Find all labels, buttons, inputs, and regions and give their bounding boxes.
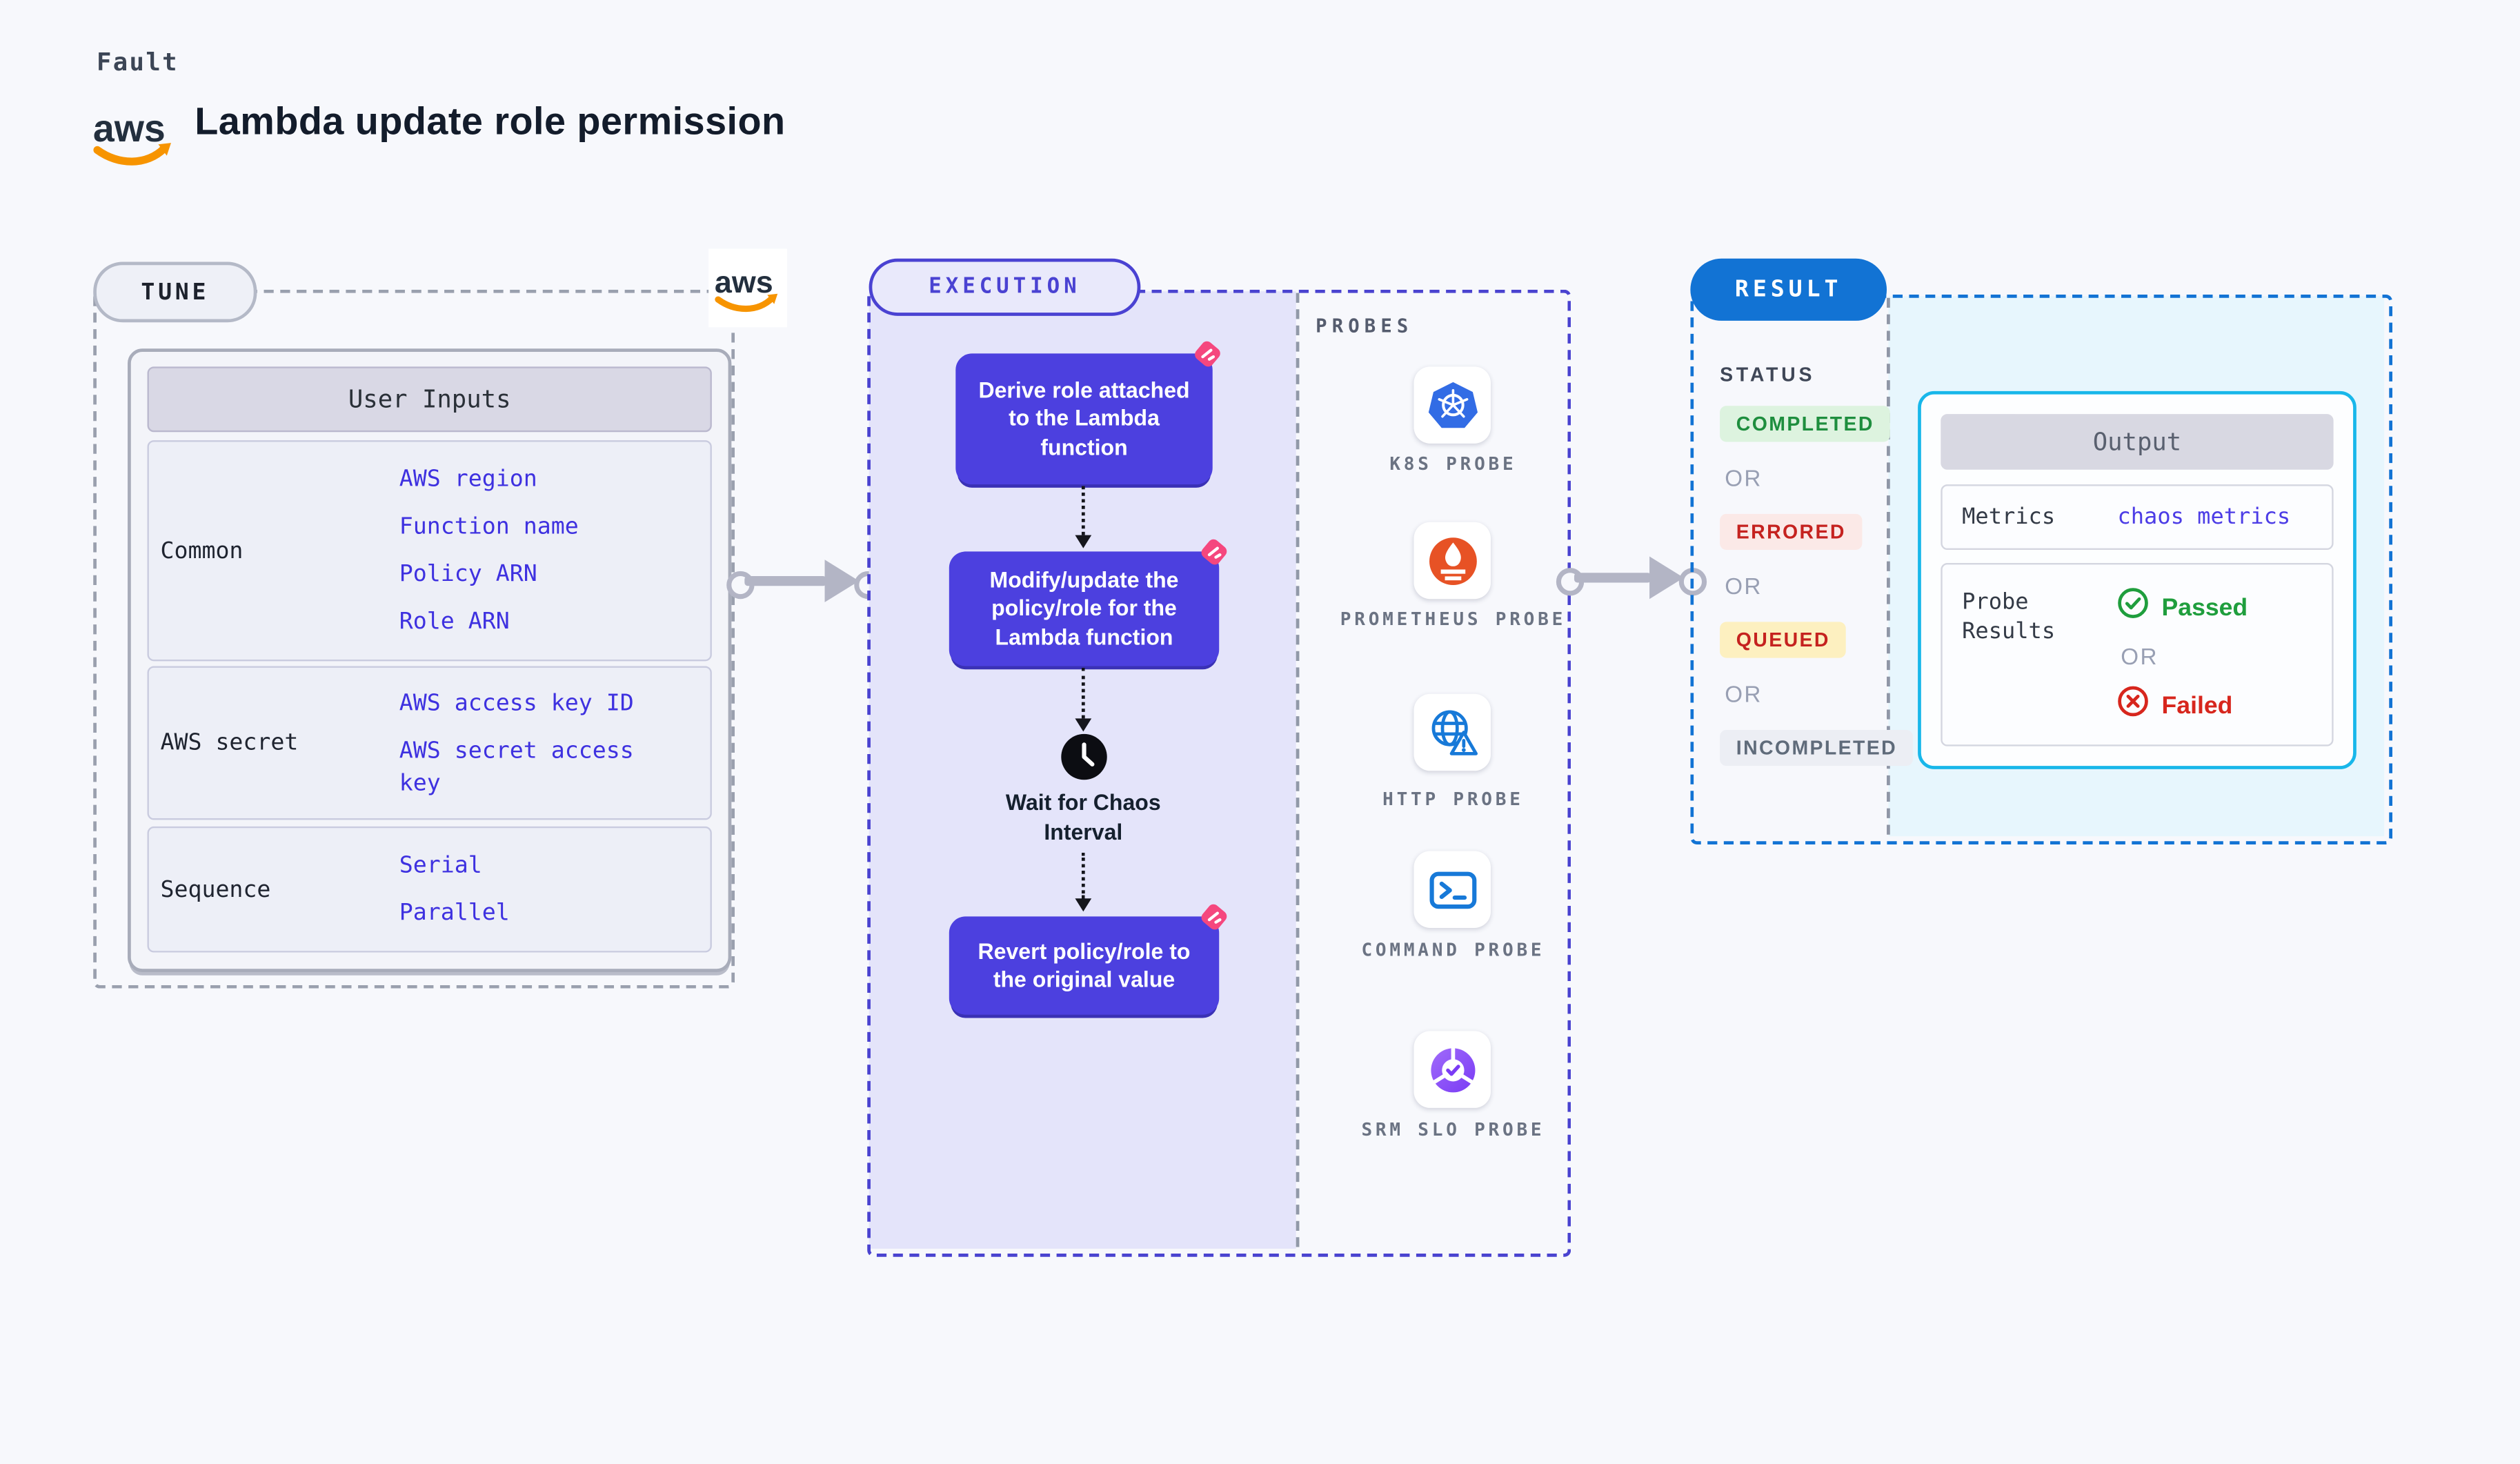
or-separator: OR	[1725, 680, 1763, 707]
input-value: AWS secret access key	[399, 737, 634, 797]
or-separator: OR	[1725, 573, 1763, 600]
aws-logo: aws	[92, 101, 177, 170]
passed-check-icon	[2117, 588, 2148, 627]
aws-corner-logo: aws	[708, 248, 787, 328]
probe-label: COMMAND PROBE	[1361, 939, 1545, 961]
result-status-divider	[1887, 297, 1890, 835]
probe-label: HTTP PROBE	[1382, 789, 1524, 811]
flow-connector	[1081, 667, 1085, 719]
input-row-label: Sequence	[160, 876, 271, 903]
input-value: Function name	[399, 513, 579, 540]
result-badge: RESULT	[1690, 258, 1887, 321]
execution-probes-divider	[1296, 293, 1300, 1247]
status-badge-queued: QUEUED	[1720, 622, 1847, 658]
input-value: Parallel	[399, 900, 510, 927]
failed-label: Failed	[2161, 691, 2233, 720]
passed-label: Passed	[2161, 593, 2248, 622]
input-row-aws-secret: AWS secret AWS access key ID AWS secret …	[147, 666, 712, 820]
arrow-line	[744, 575, 826, 586]
command-probe-icon	[1413, 851, 1491, 928]
failed-x-icon	[2117, 686, 2148, 725]
k8s-probe-icon	[1413, 366, 1491, 444]
user-inputs-title: User Inputs	[147, 366, 712, 433]
or-separator: OR	[2121, 643, 2159, 670]
metrics-label: Metrics	[1962, 504, 2056, 531]
flow-connector	[1081, 486, 1085, 535]
input-row-label: Common	[160, 537, 244, 564]
flow-connector-arrow	[1074, 898, 1091, 912]
input-value: AWS access key ID	[399, 689, 634, 716]
input-row-common: Common AWS region Function name Policy A…	[147, 440, 712, 662]
svg-text:aws: aws	[715, 264, 773, 299]
input-row-values: AWS region Function name Policy ARN Role…	[399, 442, 711, 659]
status-title: STATUS	[1720, 363, 1816, 386]
failed-line: Failed	[2117, 686, 2248, 725]
probe-results-values: Passed OR Failed	[2117, 588, 2248, 725]
probes-title: PROBES	[1316, 314, 1413, 337]
flow-connector	[1081, 852, 1085, 899]
fault-eyebrow: Fault	[96, 47, 179, 77]
result-section-frame	[1690, 294, 2393, 845]
status-list: COMPLETED OR ERRORED OR QUEUED OR INCOMP…	[1720, 406, 1914, 766]
input-row-values: AWS access key ID AWS secret access key	[399, 668, 711, 818]
page-title: Lambda update role permission	[195, 99, 786, 143]
input-value: AWS region	[399, 466, 537, 493]
wait-for-chaos-label: Wait for Chaos Interval	[1005, 790, 1161, 845]
metrics-row: Metrics chaos metrics	[1941, 484, 2334, 551]
arrow-head	[1649, 556, 1684, 600]
chaos-icon	[1188, 335, 1227, 375]
step-revert-policy: Revert policy/role to the original value	[949, 916, 1220, 1015]
step-modify-policy: Modify/update the policy/role for the La…	[949, 551, 1220, 666]
output-title: Output	[1941, 414, 2334, 470]
step-derive-role: Derive role attached to the Lambda funct…	[955, 353, 1213, 485]
input-row-values: Serial Parallel	[399, 828, 711, 951]
passed-line: Passed	[2117, 588, 2248, 627]
input-row-sequence: Sequence Serial Parallel	[147, 826, 712, 953]
prometheus-probe-icon	[1413, 522, 1491, 600]
status-badge-completed: COMPLETED	[1720, 406, 1891, 442]
execution-badge: EXECUTION	[869, 258, 1141, 316]
probe-label: SRM SLO PROBE	[1361, 1119, 1545, 1141]
clock-icon	[1060, 733, 1108, 781]
status-badge-errored: ERRORED	[1720, 513, 1863, 551]
probe-results-row: Probe Results Passed OR	[1941, 563, 2334, 746]
chaos-metrics-link[interactable]: chaos metrics	[2117, 504, 2291, 531]
input-value: Serial	[399, 852, 482, 879]
flow-connector-arrow	[1074, 535, 1091, 548]
input-row-label: AWS secret	[160, 729, 299, 756]
probe-results-label: Probe Results	[1962, 588, 2056, 645]
tune-section-frame	[93, 289, 735, 989]
srm-slo-probe-icon	[1413, 1031, 1491, 1108]
user-inputs-card: User Inputs Common AWS region Function n…	[128, 348, 732, 973]
chaos-icon	[1195, 533, 1234, 573]
probe-label: PROMETHEUS PROBE	[1340, 609, 1567, 631]
execution-section-frame	[867, 289, 1571, 1257]
probe-label: K8S PROBE	[1389, 453, 1517, 475]
arrow-head	[824, 560, 860, 602]
output-card: Output Metrics chaos metrics Probe Resul…	[1918, 390, 2357, 769]
http-probe-icon	[1413, 693, 1491, 771]
flow-connector-arrow	[1074, 718, 1091, 732]
svg-text:aws: aws	[93, 107, 166, 150]
chaos-icon	[1195, 898, 1234, 938]
status-badge-incompleted: INCOMPLETED	[1720, 729, 1914, 766]
or-separator: OR	[1725, 464, 1763, 491]
input-value: Policy ARN	[399, 561, 537, 588]
tune-badge: TUNE	[93, 261, 257, 323]
input-value: Role ARN	[399, 609, 510, 635]
arrow-line	[1574, 573, 1651, 582]
